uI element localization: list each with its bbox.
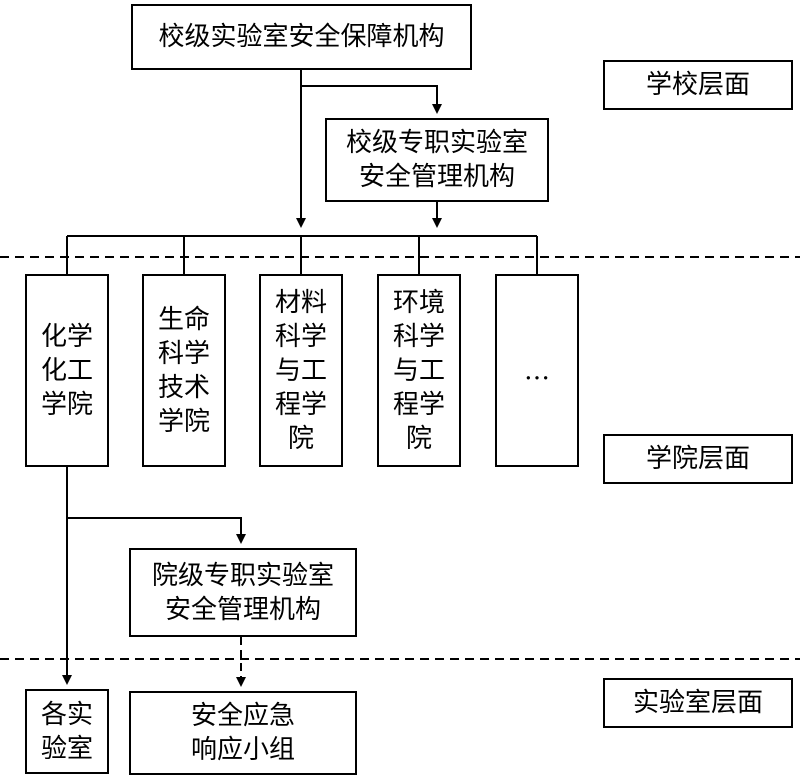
- college-more-box: …: [495, 274, 579, 467]
- college-materials-box: 材料 科学 与工 程学 院: [259, 274, 343, 467]
- level-college-box: 学院层面: [603, 434, 793, 484]
- college-life-label: 生命 科学 技术 学院: [157, 304, 210, 437]
- labs-label: 各实 验室: [40, 699, 93, 764]
- college-chem-box: 化学 化工 学院: [25, 274, 109, 467]
- top-org-label: 校级实验室安全保障机构: [158, 22, 445, 52]
- level-lab-label: 实验室层面: [632, 688, 763, 718]
- school-mgmt-box: 校级专职实验室 安全管理机构: [325, 118, 549, 202]
- college-materials-label: 材料 科学 与工 程学 院: [274, 287, 327, 454]
- college-chem-label: 化学 化工 学院: [40, 321, 93, 420]
- college-mgmt-box: 院级专职实验室 安全管理机构: [129, 548, 357, 637]
- college-environment-box: 环境 科学 与工 程学 院: [377, 274, 461, 467]
- college-environment-label: 环境 科学 与工 程学 院: [392, 287, 445, 454]
- level-school-label: 学校层面: [645, 70, 750, 100]
- college-mgmt-label: 院级专职实验室 安全管理机构: [151, 560, 334, 625]
- college-more-label: …: [524, 355, 550, 386]
- level-college-label: 学院层面: [645, 444, 750, 474]
- school-mgmt-label: 校级专职实验室 安全管理机构: [345, 128, 528, 192]
- emergency-box: 安全应急 响应小组: [129, 691, 357, 775]
- emergency-label: 安全应急 响应小组: [190, 701, 295, 765]
- top-org-box: 校级实验室安全保障机构: [131, 4, 472, 70]
- level-school-box: 学校层面: [603, 60, 793, 110]
- labs-box: 各实 验室: [25, 689, 109, 774]
- level-lab-box: 实验室层面: [603, 678, 793, 728]
- college-life-box: 生命 科学 技术 学院: [142, 274, 226, 467]
